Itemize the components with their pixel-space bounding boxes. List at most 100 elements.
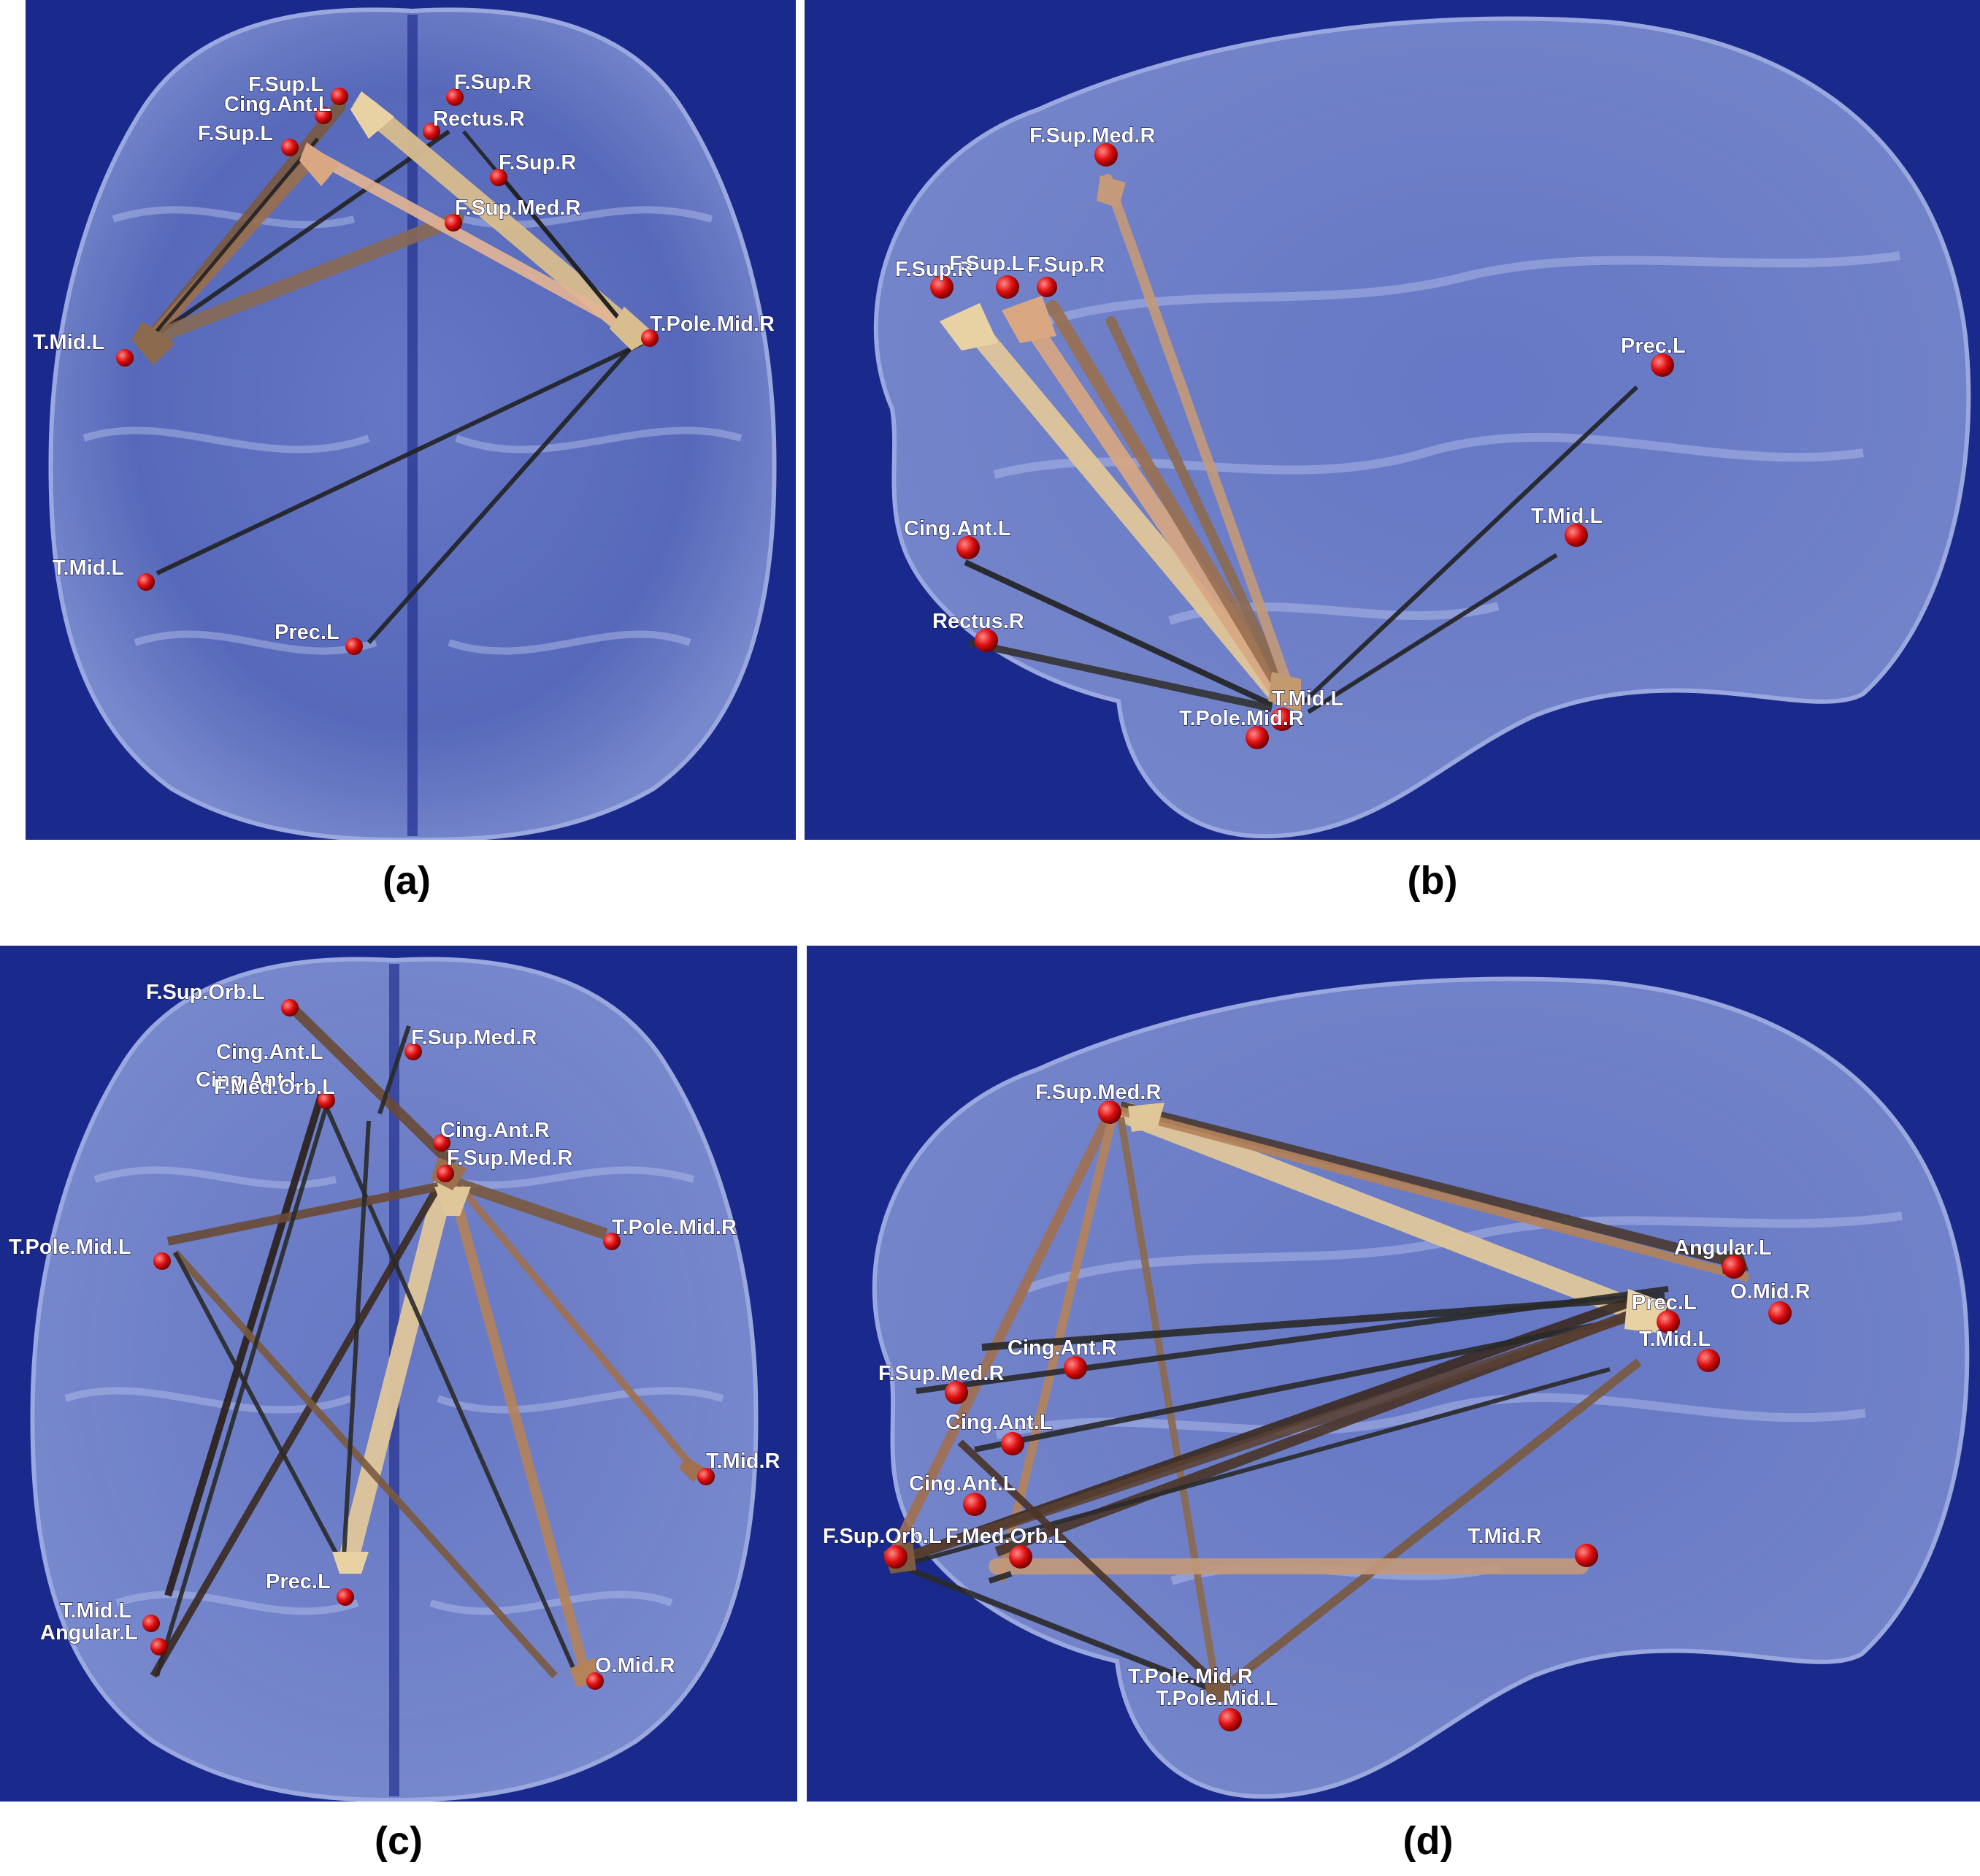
node-label: F.Sup.Med.R (447, 1146, 572, 1170)
node-label: F.Sup.Med.R (1035, 1081, 1161, 1104)
panel-a: F.Sup.L Cing.Ant.L F.Sup.L F.Sup.R Rectu… (26, 0, 796, 840)
connection-edge (448, 1185, 589, 1670)
node-label: T.Pole.Mid.L (1156, 1687, 1278, 1710)
connection-edge (899, 1298, 1670, 1564)
node-cing-ant-r (1064, 1356, 1087, 1379)
connection-edge (1106, 316, 1295, 706)
node-t-mid-l-2 (1270, 708, 1294, 731)
connection-edge (173, 1251, 345, 1568)
node-prec-l (1651, 353, 1674, 377)
connection-edge (148, 129, 450, 342)
node-label: T.Pole.Mid.L (9, 1236, 131, 1259)
connections (883, 1101, 1750, 1701)
node-label: Cing.Ant.L (904, 517, 1011, 540)
panel-c-figure: F.Sup.Orb.L F.Sup.Med.R Cing.Ant.L Cing.… (0, 946, 797, 1802)
node-label: F.Sup.L (248, 73, 323, 96)
node-labels: F.Sup.Med.R Angular.L Prec.L O.Mid.R T.M… (822, 1080, 1811, 1710)
connection-edge (1299, 385, 1639, 707)
node-label: Prec.L (266, 1570, 331, 1593)
connection-edge (1117, 1117, 1219, 1684)
node-label: F.Sup.Orb.L (823, 1525, 942, 1548)
node-label: O.Mid.R (595, 1654, 675, 1677)
connection-edge (285, 1000, 456, 1169)
node-f-sup-med-r-2 (945, 1381, 968, 1404)
node-t-pole-mid-r (603, 1233, 621, 1250)
connection-edge (150, 1184, 442, 1678)
node-f-sup-orb-l (281, 999, 299, 1017)
arrow-head (1097, 175, 1126, 208)
connection-edge (377, 1025, 411, 1114)
connections (131, 91, 657, 644)
connection-edge (462, 130, 626, 326)
node-label: F.Sup.R (1027, 253, 1105, 277)
connections (940, 174, 1639, 714)
node-label: F.Sup.Med.R (878, 1362, 1004, 1385)
node-t-mid-l (142, 1615, 160, 1632)
node-cing-ant-r (433, 1134, 450, 1152)
node-f-sup-orb-l (884, 1545, 908, 1569)
node-label: T.Pole.Mid.R (1128, 1665, 1253, 1688)
node-t-pole-mid-l (1219, 1708, 1242, 1731)
node-label: Angular.L (40, 1621, 138, 1645)
node-labels: F.Sup.L Cing.Ant.L F.Sup.L F.Sup.R Rectu… (32, 70, 775, 644)
node-label: Prec.L (275, 621, 339, 644)
node-label: Cing.Ant.L (909, 1472, 1016, 1496)
node-label: Cing.Ant.R (440, 1119, 550, 1142)
panel-d: F.Sup.Med.R Angular.L Prec.L O.Mid.R T.M… (807, 946, 1980, 1802)
node-label: T.Pole.Mid.R (1179, 707, 1304, 730)
connection-edge (312, 151, 630, 331)
node-label: Prec.L (1632, 1291, 1697, 1314)
node-t-pole-mid-l (153, 1252, 171, 1270)
node-label: T.Mid.L (53, 556, 124, 580)
node-label: T.Pole.Mid.R (650, 313, 775, 336)
node-label: Rectus.R (433, 107, 525, 131)
connection-edge (156, 341, 644, 575)
node-angular-l (150, 1638, 168, 1655)
arrow-head (350, 91, 394, 139)
nodes (142, 999, 715, 1690)
panel-b-figure: F.Sup.Med.R F.Sup.R F.Sup.L F.Sup.R Prec… (805, 0, 1980, 840)
node-f-sup-med-r-1 (1098, 1100, 1121, 1124)
connection-edge (1046, 300, 1293, 704)
brain-sagittal-outline (873, 16, 1971, 839)
connection-edge (1117, 1103, 1657, 1325)
connection-edge (172, 1249, 558, 1679)
connection-edge (1119, 1101, 1724, 1265)
node-label: T.Pole.Mid.R (612, 1216, 737, 1239)
node-label: T.Mid.L (1531, 505, 1603, 528)
node-label: F.Sup.R (895, 258, 972, 281)
node-prec-l (337, 1588, 354, 1606)
node-label: Rectus.R (932, 610, 1024, 633)
node-t-pole-mid-r (641, 329, 659, 347)
node-label: F.Sup.Orb.L (146, 981, 265, 1004)
node-label: F.Med.Orb.L (214, 1076, 335, 1099)
connection-edge (340, 1169, 456, 1562)
node-label: F.Med.Orb.L (945, 1525, 1067, 1548)
caption-d: (d) (1402, 1819, 1454, 1863)
connection-edge (996, 1112, 1118, 1582)
connection-edge (155, 1098, 331, 1677)
connection-edge (341, 1120, 371, 1571)
node-label: F.Sup.L (198, 122, 273, 145)
node-o-mid-r (586, 1672, 604, 1690)
arrow-head (299, 142, 339, 186)
node-angular-l (1722, 1255, 1746, 1279)
connection-edge (367, 342, 637, 644)
node-prec-l (1657, 1310, 1680, 1333)
connection-edge (967, 639, 1273, 712)
node-t-mid-r (1575, 1544, 1598, 1567)
connection-edge (957, 1439, 1219, 1686)
node-label: F.Sup.Med.R (1029, 124, 1155, 148)
panel-d-figure: F.Sup.Med.R Angular.L Prec.L O.Mid.R T.M… (807, 946, 1980, 1802)
node-f-sup-med-r (445, 214, 462, 231)
node-cing-ant-l-1 (1001, 1432, 1024, 1455)
node-cing-ant-l (956, 536, 980, 559)
caption-a: (a) (383, 859, 431, 903)
node-f-sup-med-r-2 (437, 1165, 454, 1182)
node-t-mid-l-1 (1565, 524, 1588, 547)
connections (150, 1000, 705, 1687)
connection-edge (358, 99, 634, 335)
connection-edge (1307, 553, 1558, 714)
node-label: Prec.L (1621, 334, 1686, 358)
arrow-head (1205, 1676, 1230, 1701)
